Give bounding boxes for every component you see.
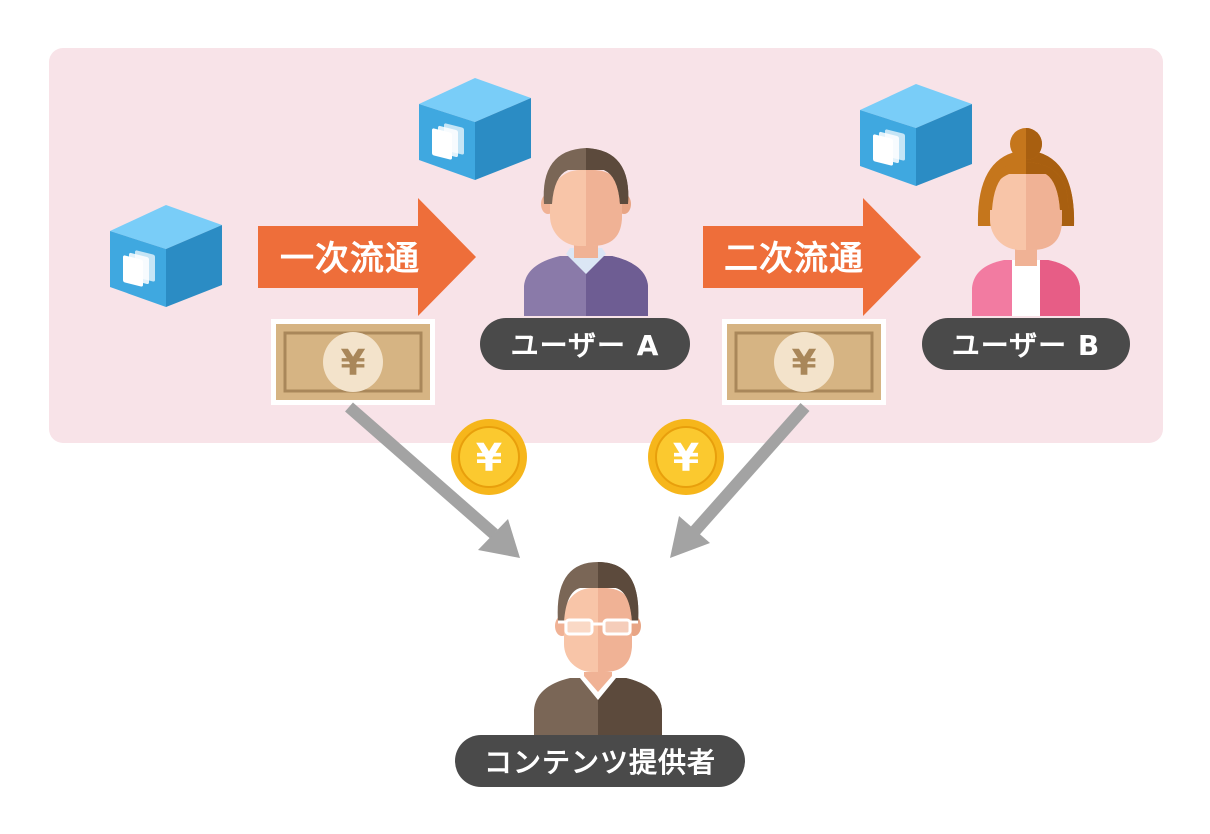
banknote-symbol: ¥: [340, 343, 365, 384]
user-b-avatar: [972, 128, 1080, 316]
user-a-label: ユーザー A: [480, 318, 690, 370]
payment-arrow-left: [345, 402, 520, 558]
coin-symbol: ¥: [673, 436, 699, 480]
content-provider-label: コンテンツ提供者: [455, 735, 745, 787]
distribution-panel: [49, 48, 1163, 443]
coin-symbol: ¥: [476, 436, 502, 480]
user-b-label: ユーザー B: [922, 318, 1130, 370]
primary-flow-label: 一次流通: [280, 239, 420, 279]
coin-icon: ¥: [451, 419, 527, 495]
secondary-flow-label: 二次流通: [724, 239, 864, 279]
payment-arrow-right: [670, 403, 810, 558]
content-cube-icon: [419, 78, 531, 180]
coin-icon: ¥: [648, 419, 724, 495]
glasses-icon: [558, 618, 638, 636]
primary-flow-arrow: [258, 198, 476, 316]
banknote-icon: ¥: [722, 319, 886, 405]
secondary-flow-arrow: [703, 198, 921, 316]
banknote-symbol: ¥: [791, 343, 816, 384]
content-provider-avatar: [534, 562, 662, 736]
user-a-avatar: [524, 148, 648, 316]
content-cube-icon: [110, 205, 222, 307]
content-cube-icon: [860, 84, 972, 186]
banknote-icon: ¥: [271, 319, 435, 405]
